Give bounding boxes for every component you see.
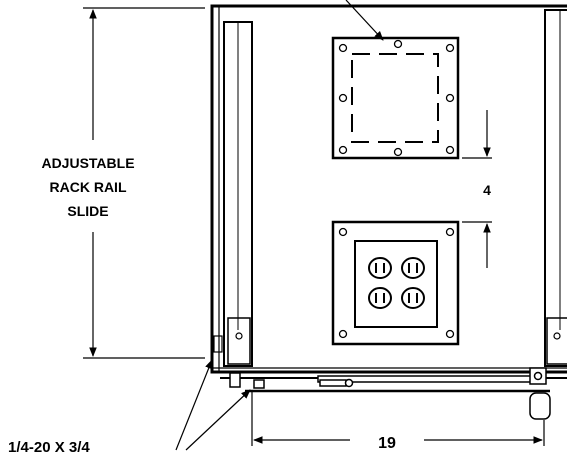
adjustable-label-line3: SLIDE xyxy=(67,203,108,219)
gap-dimension-value: 4 xyxy=(483,182,491,198)
left-foot xyxy=(229,372,241,388)
right-clamp-bolt xyxy=(529,392,551,420)
left-rail-clip xyxy=(213,335,223,353)
receptacles xyxy=(368,257,425,309)
left-nut xyxy=(253,379,265,389)
cover-plate-screws xyxy=(338,39,455,157)
receptacle xyxy=(368,257,392,279)
right-rail-body xyxy=(544,9,567,367)
width-dimension-value: 19 xyxy=(378,435,396,452)
slide-screw xyxy=(344,378,354,388)
screw xyxy=(393,147,403,157)
right-rack-rail xyxy=(544,9,567,367)
gap-dimension xyxy=(462,110,492,268)
screw xyxy=(338,227,348,237)
screw-callout-text: 1/4-20 X 3/4 xyxy=(8,439,90,452)
outlet-plate-screws xyxy=(338,227,455,339)
screw xyxy=(338,145,348,155)
screw-leader-1 xyxy=(175,359,213,451)
outlet-plate xyxy=(331,220,460,346)
receptacle xyxy=(401,257,425,279)
cover-plate-cutout-dashed xyxy=(351,53,439,143)
screw xyxy=(445,145,455,155)
slide-slot xyxy=(319,379,347,387)
top-leader-line xyxy=(345,0,384,41)
enclosure-outline xyxy=(210,4,567,374)
outlet-faceplate xyxy=(354,240,438,328)
width-dimension xyxy=(251,392,545,446)
blank-cover-plate xyxy=(331,36,460,160)
screw xyxy=(445,93,455,103)
screw xyxy=(338,93,348,103)
adjustable-label-line2: RACK RAIL xyxy=(50,179,127,195)
screw-leader-2 xyxy=(185,389,251,451)
screw xyxy=(445,227,455,237)
screw-callout-leaders xyxy=(175,359,251,451)
right-rail-bracket xyxy=(546,317,567,365)
left-rack-rail xyxy=(213,21,253,367)
receptacle xyxy=(368,287,392,309)
left-rail-screw xyxy=(235,332,243,340)
receptacle xyxy=(401,287,425,309)
right-rail-screw xyxy=(553,332,561,340)
bottom-slide-hardware xyxy=(229,367,551,420)
rail-height-dimension xyxy=(83,7,205,359)
adjustable-label-line1: ADJUSTABLE xyxy=(41,155,134,171)
screw xyxy=(338,43,348,53)
left-rail-bracket xyxy=(227,317,251,365)
screw xyxy=(338,329,348,339)
right-clamp-screw xyxy=(533,371,543,381)
screw xyxy=(393,39,403,49)
screw xyxy=(445,329,455,339)
screw xyxy=(445,43,455,53)
